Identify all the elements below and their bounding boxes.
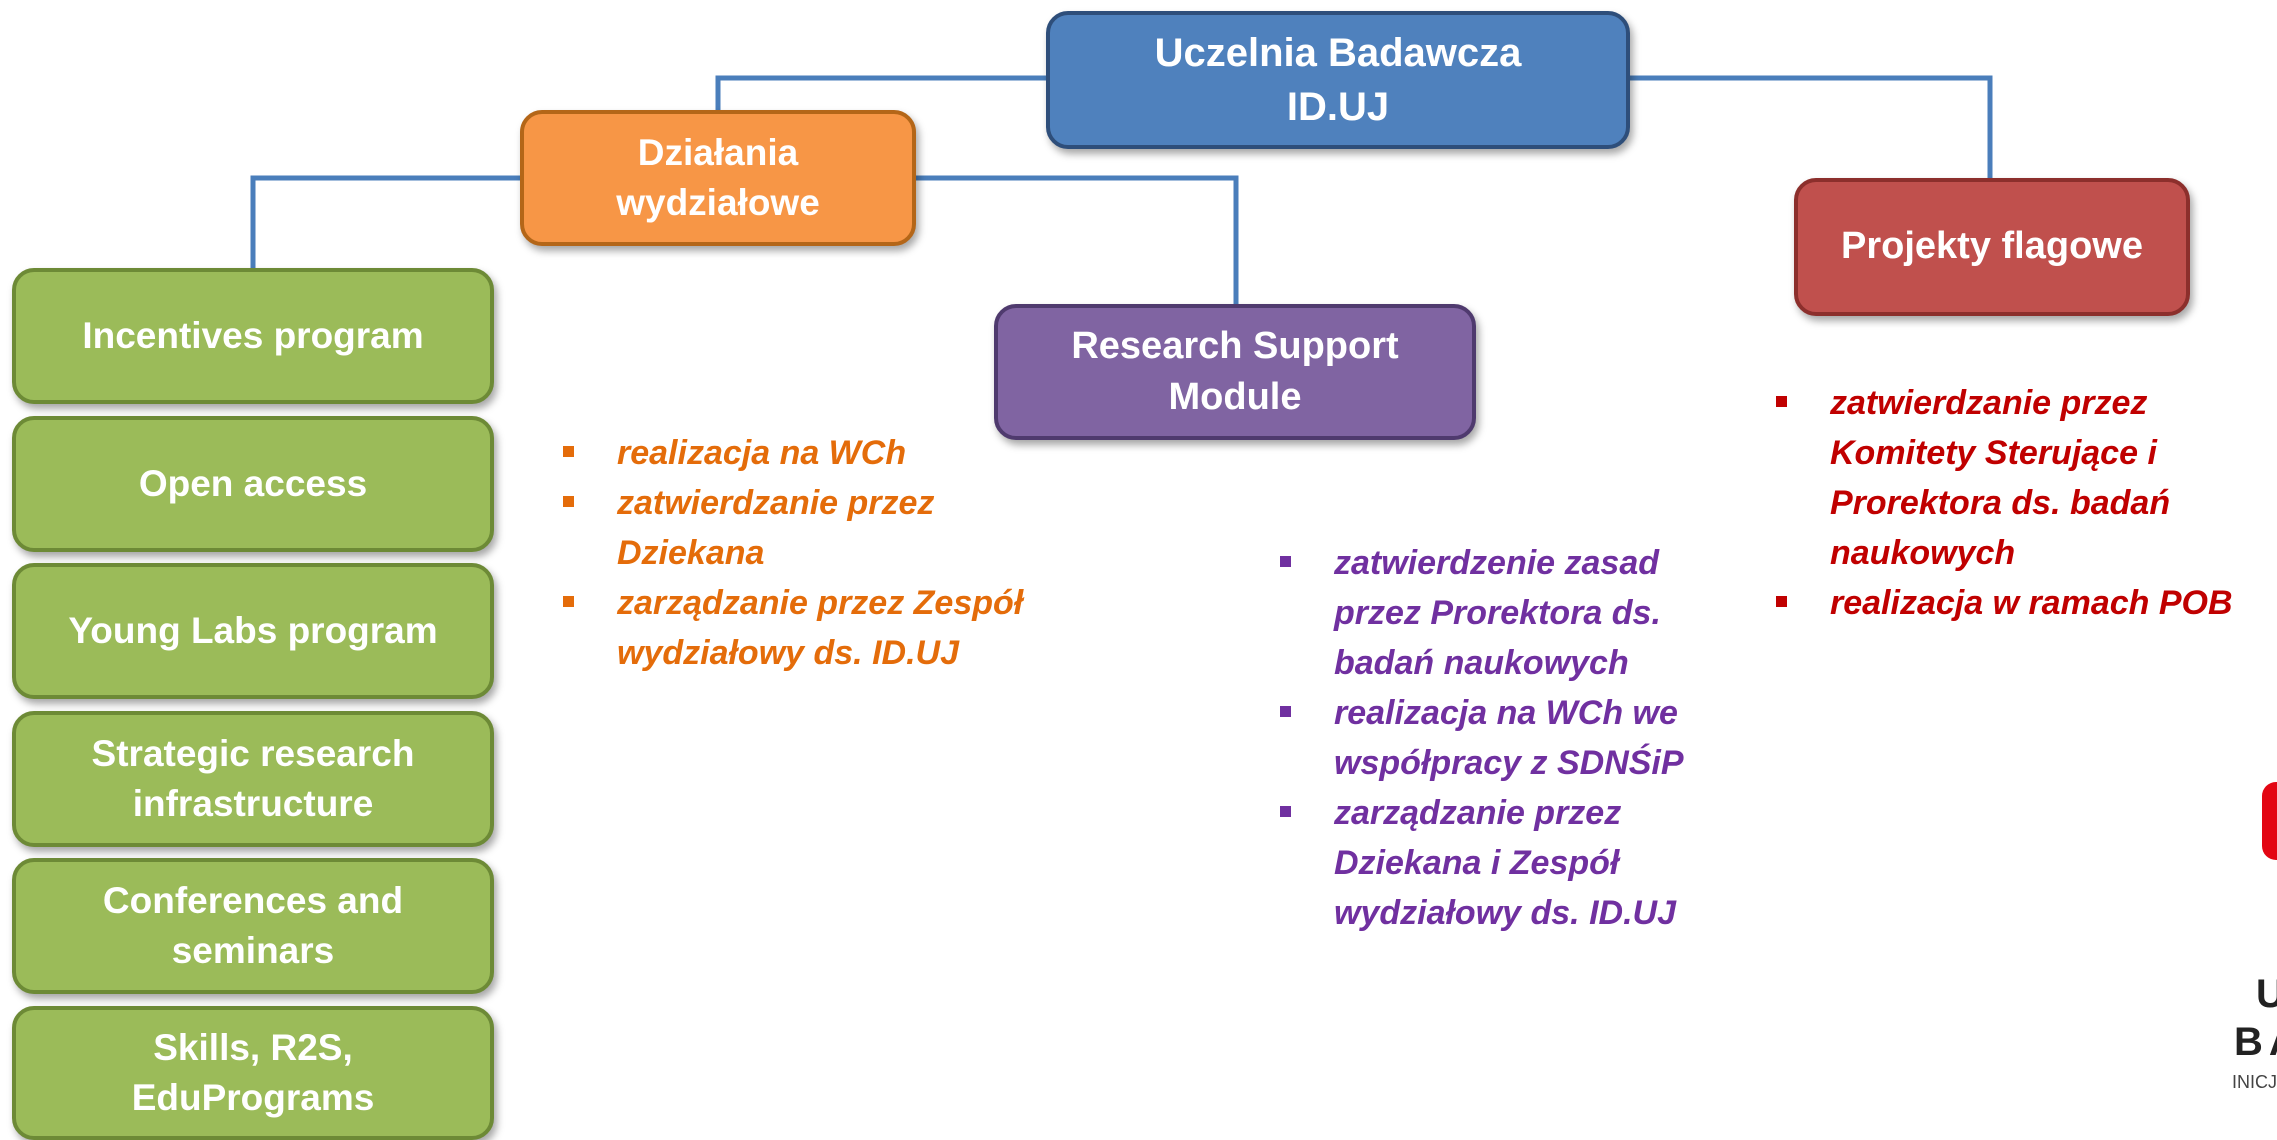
connector-root-to-faculty <box>715 75 1048 115</box>
logo-text-line1: U <box>2256 972 2277 1016</box>
research-support-node: Research Support Module <box>994 304 1476 440</box>
flagship-projects-label: Projekty flagowe <box>1841 225 2143 268</box>
program-label: Incentives program <box>82 315 424 357</box>
logo-mark-fragment <box>2262 782 2277 860</box>
program-label: Young Labs program <box>68 610 438 652</box>
faculty-note-item: zatwierdzanie przez Dziekana <box>555 478 1115 578</box>
program-label: Open access <box>138 463 368 505</box>
connector-faculty-to-programs <box>250 175 522 270</box>
faculty-note-item: realizacja na WCh <box>555 428 1115 478</box>
faculty-actions-node: Działania wydziałowe <box>520 110 916 246</box>
connector-faculty-to-research <box>914 175 1239 306</box>
program-box-incentives: Incentives program <box>12 268 494 404</box>
program-label: Skills, R2S, EduPrograms <box>131 1027 375 1118</box>
faculty-note-item: zarządzanie przez Zespół wydziałowy ds. … <box>555 578 1115 678</box>
flagship-projects-node: Projekty flagowe <box>1794 178 2190 316</box>
connector-root-to-flagship <box>1628 75 1993 180</box>
research-support-notes-list: zatwierdzenie zasad przez Prorektora ds.… <box>1272 538 1792 938</box>
root-label: Uczelnia Badawcza ID.UJ <box>1154 31 1522 129</box>
program-box-conferences: Conferences and seminars <box>12 858 494 994</box>
program-box-strategic-infrastructure: Strategic research infrastructure <box>12 711 494 847</box>
program-label: Strategic research infrastructure <box>91 733 415 824</box>
program-box-open-access: Open access <box>12 416 494 552</box>
research-support-note-item: realizacja na WCh we współpracy z SDNŚiP <box>1272 688 1792 788</box>
research-support-label: Research Support Module <box>1071 324 1399 418</box>
logo-text-line3: INICJAT <box>2232 1072 2277 1092</box>
research-support-note-item: zatwierdzenie zasad przez Prorektora ds.… <box>1272 538 1792 688</box>
faculty-notes-list: realizacja na WCh zatwierdzanie przez Dz… <box>555 428 1115 678</box>
program-box-skills: Skills, R2S, EduPrograms <box>12 1006 494 1140</box>
faculty-actions-label: Działania wydziałowe <box>616 132 820 223</box>
program-box-young-labs: Young Labs program <box>12 563 494 699</box>
logo-text-line2: BA <box>2234 1020 2277 1064</box>
root-node: Uczelnia Badawcza ID.UJ <box>1046 11 1630 149</box>
flagship-note-item: zatwierdzanie przez Komitety Sterujące i… <box>1768 378 2277 578</box>
research-support-note-item: zarządzanie przez Dziekana i Zespół wydz… <box>1272 788 1792 938</box>
program-label: Conferences and seminars <box>102 880 404 971</box>
flagship-notes-list: zatwierdzanie przez Komitety Sterujące i… <box>1768 378 2277 628</box>
flagship-note-item: realizacja w ramach POB <box>1768 578 2277 628</box>
